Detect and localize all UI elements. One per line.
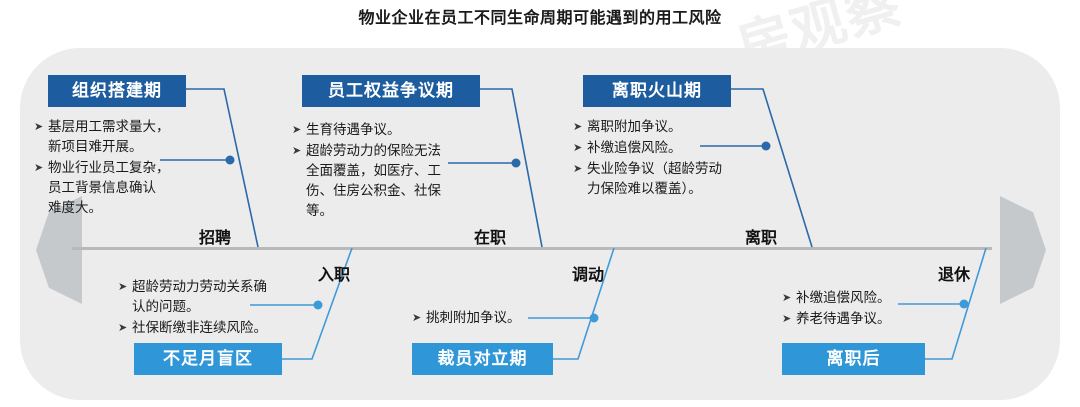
bullet-item: ➤ 补缴追偿风险。: [573, 138, 753, 158]
risk-bullets-bottom-0: ➤ 超龄劳动力劳动关系确 认的问题。 ➤ 社保断缴非连续风险。: [118, 277, 298, 339]
bullet-arrow-icon: ➤: [118, 322, 128, 334]
bullet-item: ➤ 失业险争议（超龄劳动 力保险难以覆盖）。: [573, 161, 722, 196]
stage-label-above-2: 离职: [745, 230, 778, 247]
risk-bullets-top-0: ➤ 基层用工需求量大， 新项目难开展。 ➤ 物业行业员工复杂， 员工背景信息确认…: [34, 117, 194, 219]
bullet-arrow-icon: ➤: [292, 145, 302, 157]
risk-block-title-bottom-1[interactable]: 裁员对立期: [412, 343, 553, 375]
bullet-arrow-icon: ➤: [573, 142, 583, 154]
bullet-arrow-icon: ➤: [573, 121, 583, 133]
bullet-arrow-icon: ➤: [292, 124, 302, 136]
bullet-item: ➤ 超龄劳动力劳动关系确 认的问题。: [118, 279, 267, 314]
bullet-arrow-icon: ➤: [782, 313, 792, 325]
risk-block-title-top-0[interactable]: 组织搭建期: [48, 75, 186, 107]
bullet-arrow-icon: ➤: [34, 162, 44, 174]
bullet-arrow-icon: ➤: [573, 163, 583, 175]
bullet-arrow-icon: ➤: [782, 292, 792, 304]
risk-block-title-top-1[interactable]: 员工权益争议期: [302, 75, 480, 107]
risk-block-title-bottom-0[interactable]: 不足月盲区: [134, 343, 282, 375]
bullet-arrow-icon: ➤: [412, 312, 422, 324]
page-title: 物业企业在员工不同生命周期可能遇到的用工风险: [358, 10, 722, 27]
bullet-item: ➤ 基层用工需求量大， 新项目难开展。: [34, 119, 170, 154]
risk-bullets-bottom-1: ➤ 挑刺附加争议。: [412, 308, 582, 329]
timeline-axis: [72, 247, 992, 250]
bullet-item: ➤ 离职附加争议。: [573, 117, 753, 137]
bullet-item: ➤ 补缴追偿风险。: [782, 288, 947, 308]
bullet-arrow-icon: ➤: [118, 281, 128, 293]
risk-block-title-top-2[interactable]: 离职火山期: [583, 75, 731, 107]
bullet-item: ➤ 物业行业员工复杂， 员工背景信息确认 难度大。: [34, 160, 170, 215]
stage-label-above-1: 在职: [474, 230, 507, 247]
stage-label-below-2: 退休: [938, 267, 971, 284]
stage-label-below-1: 调动: [572, 267, 605, 284]
risk-bullets-bottom-2: ➤ 补缴追偿风险。 ➤ 养老待遇争议。: [782, 288, 947, 330]
stage-label-below-0: 入职: [318, 267, 351, 284]
risk-bullets-top-1: ➤ 生育待遇争议。 ➤ 超龄劳动力的保险无法 全面覆盖，如医疗、工 伤、住房公积…: [292, 120, 467, 222]
bullet-item: ➤ 生育待遇争议。: [292, 120, 467, 140]
risk-block-title-bottom-2[interactable]: 离职后: [782, 343, 925, 375]
risk-bullets-top-2: ➤ 离职附加争议。 ➤ 补缴追偿风险。 ➤ 失业险争议（超龄劳动 力保险难以覆盖…: [573, 117, 753, 200]
bullet-item: ➤ 养老待遇争议。: [782, 309, 947, 329]
bullet-item: ➤ 社保断缴非连续风险。: [118, 318, 298, 338]
bullet-item: ➤ 挑刺附加争议。: [412, 308, 582, 328]
bullet-item: ➤ 超龄劳动力的保险无法 全面覆盖，如医疗、工 伤、住房公积金、社保 等。: [292, 143, 441, 218]
stage-label-above-0: 招聘: [199, 230, 232, 247]
bullet-arrow-icon: ➤: [34, 121, 44, 133]
